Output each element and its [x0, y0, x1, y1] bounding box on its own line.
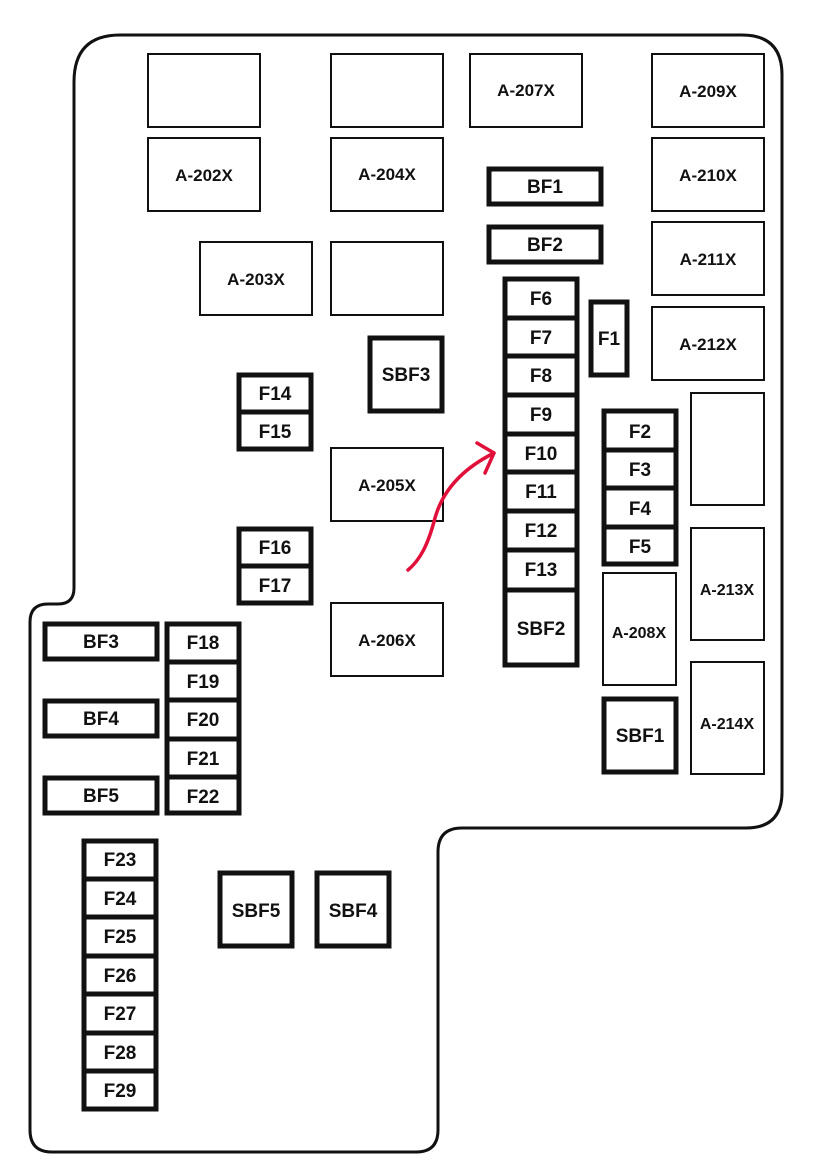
fuse-f10-label: F10 [525, 444, 558, 465]
relay-a206x-label: A-206X [358, 631, 416, 650]
fuse-sbf5-label: SBF5 [232, 901, 281, 922]
relay-a211x: A-211X [651, 221, 765, 296]
fuse-pair-f14-f15 [236, 372, 314, 452]
fuse-f29-label: F29 [104, 1081, 137, 1102]
relay-a204x-label: A-204X [358, 165, 416, 184]
relay-a212x-label: A-212X [679, 335, 737, 354]
fuse-f6-label: F6 [530, 289, 552, 310]
fuse-f22-label: F22 [187, 787, 220, 808]
relay-a208x-label: A-208X [612, 625, 667, 642]
fuse-f18-label: F18 [187, 633, 220, 654]
fuse-column-bottom-left [81, 838, 159, 1112]
fuse-column-right [601, 408, 679, 567]
relay-a209x-label: A-209X [679, 82, 737, 101]
fuse-f26-label: F26 [104, 966, 137, 987]
fuse-f13-label: F13 [525, 560, 558, 581]
relay-a206x: A-206X [330, 602, 444, 677]
relay-a202x-label: A-202X [175, 166, 233, 185]
fuse-column-center [502, 276, 580, 668]
fuse-sbf4-label: SBF4 [329, 901, 378, 922]
fuse-f19-label: F19 [187, 672, 220, 693]
fuse-f11-label: F11 [525, 482, 557, 503]
fuse-f15-label: F15 [259, 422, 292, 443]
fuse-bf1: BF1 [486, 166, 604, 207]
relay-a208x: A-208X [602, 572, 677, 686]
fuse-f12-label: F12 [525, 521, 558, 542]
relay-unlabeled-side [690, 392, 765, 506]
fuse-bf1-label: BF1 [527, 177, 563, 198]
fuse-f9-label: F9 [530, 405, 552, 426]
fuse-box-outline [28, 33, 784, 1154]
fuse-f1: F1 [588, 299, 630, 378]
fuse-bf5: BF5 [42, 775, 160, 816]
fuse-bf3: BF3 [42, 621, 160, 662]
fuse-sbf1-label: SBF1 [616, 726, 665, 747]
relay-a204x: A-204X [330, 137, 444, 212]
fuse-pair-f16-f17 [236, 526, 314, 606]
fuse-f21-label: F21 [187, 749, 220, 770]
relay-a213x-label: A-213X [700, 582, 755, 599]
fuse-f3-label: F3 [629, 460, 651, 481]
fuse-bf4: BF4 [42, 698, 160, 739]
red-pointer-arrow [406, 441, 496, 572]
relay-a205x: A-205X [330, 447, 444, 522]
fuse-sbf4: SBF4 [314, 870, 392, 949]
fuse-f25-label: F25 [104, 927, 137, 948]
relay-a212x: A-212X [651, 306, 765, 381]
fuse-f27-label: F27 [104, 1004, 137, 1025]
relay-unlabeled-top-2 [330, 53, 444, 128]
fuse-bf2-label: BF2 [527, 235, 563, 256]
fuse-sbf2-label: SBF2 [517, 619, 566, 640]
relay-a207x-label: A-207X [497, 81, 555, 100]
fuse-sbf5: SBF5 [217, 870, 295, 949]
fuse-bf4-label: BF4 [83, 709, 119, 730]
fuse-f1-label: F1 [598, 329, 621, 350]
fuse-f5-label: F5 [629, 537, 652, 558]
relay-a205x-label: A-205X [358, 476, 416, 495]
fuse-bf5-label: BF5 [83, 786, 119, 807]
relay-a202x: A-202X [147, 137, 261, 212]
fuse-f16-label: F16 [259, 538, 292, 559]
fuse-sbf3: SBF3 [367, 335, 445, 414]
relay-a214x: A-214X [690, 661, 765, 775]
fuse-f2-label: F2 [629, 422, 651, 443]
fuse-sbf1: SBF1 [601, 696, 679, 775]
relay-a210x-label: A-210X [679, 166, 737, 185]
fuse-f23-label: F23 [104, 850, 137, 871]
fuse-sbf3-label: SBF3 [382, 365, 431, 386]
fuse-bf3-label: BF3 [83, 632, 119, 653]
relay-unlabeled-middle [330, 241, 444, 316]
relay-a211x-label: A-211X [680, 250, 737, 269]
fuse-column-left [164, 621, 242, 816]
relay-a209x: A-209X [651, 53, 765, 128]
fuse-f28-label: F28 [104, 1043, 137, 1064]
fuse-bf2: BF2 [486, 224, 604, 265]
relay-a203x: A-203X [199, 241, 313, 316]
relay-a203x-label: A-203X [227, 270, 285, 289]
fuse-f20-label: F20 [187, 710, 220, 731]
relay-a213x: A-213X [690, 527, 765, 641]
fuse-f14-label: F14 [259, 384, 292, 405]
fuse-f24-label: F24 [104, 889, 137, 910]
relay-unlabeled-top-1 [147, 53, 261, 128]
relay-a210x: A-210X [651, 137, 765, 212]
fuse-f4-label: F4 [629, 499, 652, 520]
relay-a214x-label: A-214X [700, 716, 755, 733]
relay-a207x: A-207X [469, 53, 583, 128]
fuse-f8-label: F8 [530, 366, 552, 387]
fuse-f7-label: F7 [530, 328, 552, 349]
fuse-f17-label: F17 [259, 576, 292, 597]
